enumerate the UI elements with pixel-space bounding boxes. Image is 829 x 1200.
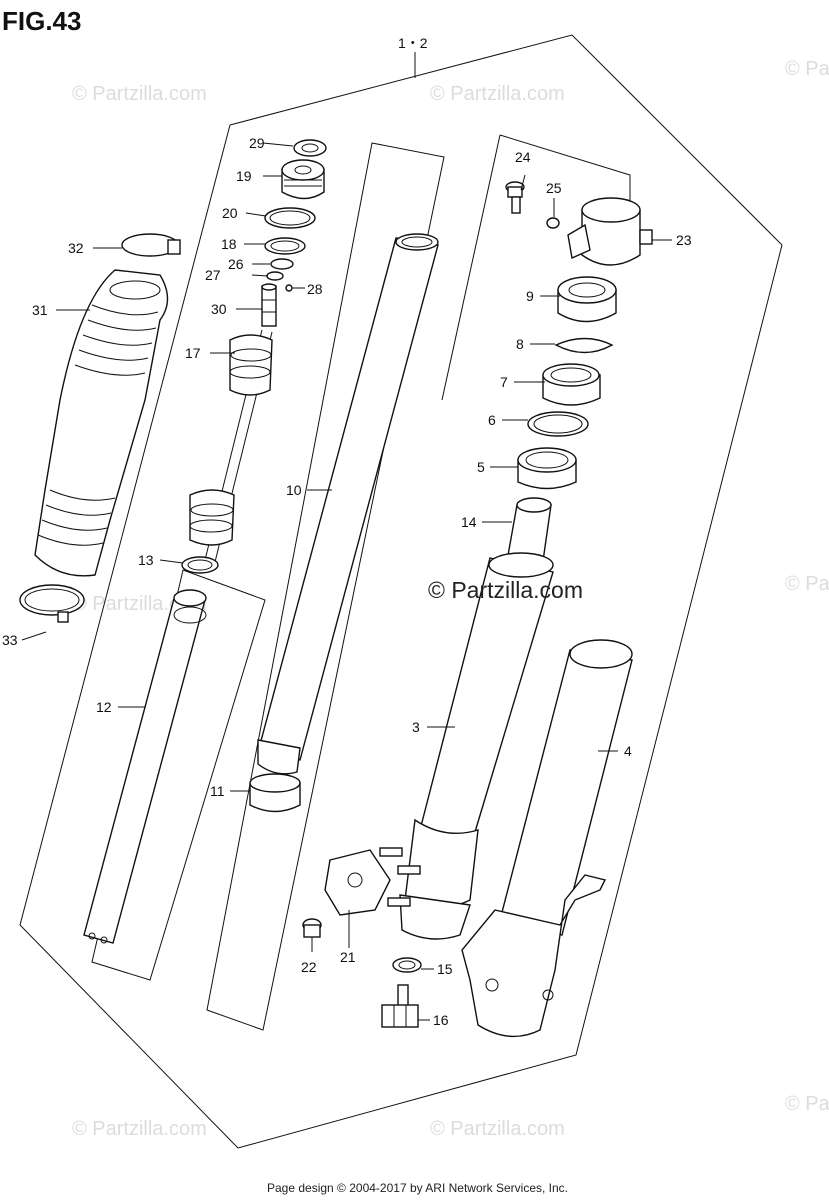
callout-13: 13 <box>138 552 154 568</box>
part-30-adjuster-rod <box>261 283 277 327</box>
callout-9: 9 <box>526 288 534 304</box>
callout-7: 7 <box>500 374 508 390</box>
callout-4: 4 <box>624 743 632 759</box>
callout-31: 31 <box>32 302 48 318</box>
part-27-clip <box>266 271 284 281</box>
part-33-band <box>19 584 85 623</box>
watermark-text: © Partzilla.com <box>430 83 565 105</box>
part-3-outer-tube <box>399 552 554 940</box>
part-25-washer <box>546 217 560 229</box>
outer-tube-panel <box>206 142 445 1031</box>
part-32-clamp <box>121 233 181 257</box>
callout-20: 20 <box>222 205 238 221</box>
part-24-bolt <box>505 181 525 214</box>
part-12-cartridge-tube <box>83 589 207 944</box>
part-21-bracket <box>324 847 421 916</box>
callout-19: 19 <box>236 168 252 184</box>
callout-24: 24 <box>515 149 531 165</box>
part-8-clip <box>554 337 614 354</box>
part-15-washer <box>392 957 422 973</box>
part-9-oil-seal <box>557 276 617 323</box>
callout-6: 6 <box>488 412 496 428</box>
watermark-text: © Partzilla.com <box>785 1093 829 1115</box>
callout-22: 22 <box>301 959 317 975</box>
part-5-bushing <box>517 447 577 490</box>
right-panel-top <box>499 134 631 205</box>
callout-12: 12 <box>96 699 112 715</box>
part-4-outer-tube <box>461 639 633 1038</box>
watermark-text: © Partzilla.com <box>430 1118 565 1140</box>
callout-8: 8 <box>516 336 524 352</box>
callout-17: 17 <box>185 345 201 361</box>
callout-21: 21 <box>340 949 356 965</box>
leader-lines <box>21 142 672 1021</box>
part-11-bushing <box>249 773 301 813</box>
figure-title: FIG.43 <box>2 6 81 36</box>
watermark-text: © Partzilla.com <box>785 573 829 595</box>
callout-28: 28 <box>307 281 323 297</box>
part-6-washer <box>527 411 589 437</box>
part-26-ring <box>270 258 294 270</box>
part-31-fork-boot <box>34 269 169 577</box>
callout-30: 30 <box>211 301 227 317</box>
assembly-outline: 1・2 <box>19 34 783 1149</box>
callout-32: 32 <box>68 240 84 256</box>
callout-26: 26 <box>228 256 244 272</box>
callout-14: 14 <box>461 514 477 530</box>
part-10-inner-tube <box>257 233 439 775</box>
watermark-text: © Partzilla.com <box>72 83 207 105</box>
callout-1-2: 1・2 <box>398 35 428 51</box>
part-22-bolt <box>302 918 322 938</box>
watermark-text: © Partzilla.com <box>72 1118 207 1140</box>
page-footer: Page design © 2004-2017 by ARI Network S… <box>267 1181 568 1195</box>
callout-29: 29 <box>249 135 265 151</box>
watermark-main: © Partzilla.com <box>428 577 583 603</box>
callout-5: 5 <box>477 459 485 475</box>
callout-11: 11 <box>210 783 225 799</box>
callout-27: 27 <box>205 267 221 283</box>
callouts: 29 19 20 18 26 27 28 30 17 32 31 13 33 1… <box>2 135 692 1028</box>
part-17-damper-rod <box>189 329 273 563</box>
part-23-clamp-cap <box>567 197 653 266</box>
watermark-text: © Partzilla.com <box>785 58 829 80</box>
callout-3: 3 <box>412 719 420 735</box>
callout-18: 18 <box>221 236 237 252</box>
right-panel-edge <box>441 134 501 401</box>
part-13-ring <box>181 556 219 574</box>
callout-23: 23 <box>676 232 692 248</box>
callout-10: 10 <box>286 482 302 498</box>
callout-25: 25 <box>546 180 562 196</box>
part-28-ball <box>285 284 293 292</box>
callout-33: 33 <box>2 632 18 648</box>
part-16-drain-bolt <box>381 984 419 1028</box>
callout-15: 15 <box>437 961 453 977</box>
part-7-spacer <box>542 363 601 406</box>
callout-16: 16 <box>433 1012 449 1028</box>
part-19-cap-bolt <box>281 159 325 200</box>
part-29-washer <box>293 139 327 157</box>
